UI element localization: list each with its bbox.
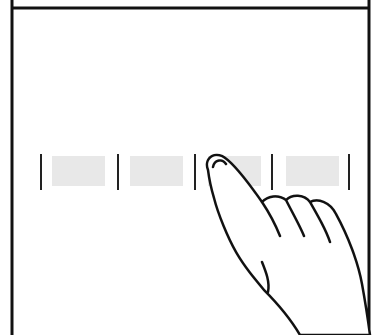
segment-box [52,156,105,186]
segment-box [130,156,183,186]
segment-box [286,156,339,186]
segment-row [41,154,349,190]
